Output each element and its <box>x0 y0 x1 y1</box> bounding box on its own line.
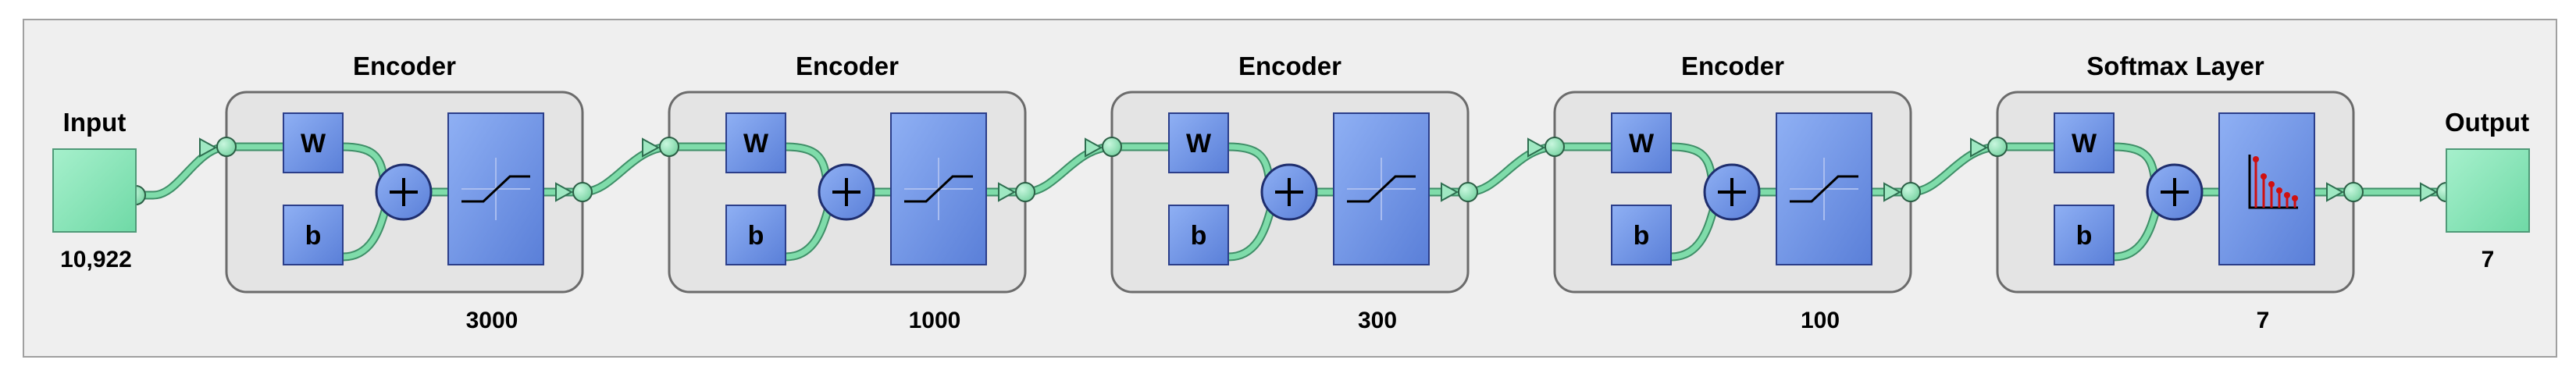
layer-5-softmax-marker <box>2276 187 2282 194</box>
layer-1-size: 3000 <box>466 308 518 333</box>
layer-2-wire-w <box>782 144 829 180</box>
layer-4-weight-label: W <box>1629 129 1655 158</box>
layer-5-plus-icon <box>2161 178 2189 206</box>
layer-4-arrow-out <box>1883 182 1902 202</box>
layer-1-weight-block <box>283 112 344 173</box>
layer-2 <box>659 91 1035 294</box>
layer-3-transfer-curve <box>1347 175 1416 203</box>
layer-4-wire-b <box>1668 208 1716 260</box>
layer-3-size: 300 <box>1358 308 1397 333</box>
layer-5-transfer-block <box>2218 112 2315 265</box>
layer-5-softmax-marker <box>2261 173 2267 180</box>
layer-4-size: 100 <box>1801 308 1840 333</box>
layer-5-bias-label: b <box>2076 221 2093 251</box>
layer-5-softmax-marker <box>2253 156 2259 162</box>
output-label: Output <box>2445 108 2529 137</box>
layer-1-bias-block <box>283 205 344 265</box>
connector-2-3-arrow <box>1085 137 1103 158</box>
layer-2-plus-icon <box>832 178 860 206</box>
layer-5-wire-w <box>2111 144 2157 180</box>
layer-1-weight-label: W <box>301 129 326 158</box>
layer-1-output-dot <box>572 182 593 202</box>
layer-5-size: 7 <box>2257 308 2270 333</box>
layer-4 <box>1545 91 1921 294</box>
layer-5-wire-b <box>2111 208 2159 260</box>
layer-5-input-dot <box>1987 137 2008 157</box>
layer-2-bias-block <box>725 205 786 265</box>
layer-3-output-dot <box>1458 182 1478 202</box>
layer-1-arrow-out <box>555 182 574 202</box>
input-label: Input <box>63 108 126 137</box>
output-size: 7 <box>2482 247 2495 272</box>
connectors-layer <box>126 137 2457 205</box>
layer-1-wire-w <box>340 144 387 180</box>
layer-5-softmax-marker <box>2292 195 2298 201</box>
layer-4-plus-icon <box>1718 178 1746 206</box>
input-node <box>52 148 137 233</box>
connector-input <box>133 144 230 198</box>
output-node <box>2446 148 2530 233</box>
layer-3-arrow-out <box>1441 182 1459 202</box>
layer-2-wire-b <box>782 208 831 260</box>
layers-layer: Encoder 3000 Wb Encoder 1000 Wb Encoder 300 Wb En… <box>216 52 2364 333</box>
layer-2-weight-block <box>725 112 786 173</box>
layer-1-plus-icon <box>390 178 418 206</box>
layer-5 <box>1987 91 2364 294</box>
layer-2-size: 1000 <box>909 308 961 333</box>
layer-3-input-dot <box>1102 137 1122 157</box>
layer-5-arrow-out <box>2326 182 2345 202</box>
layer-2-output-dot <box>1015 182 1035 202</box>
layer-5-weight-block <box>2054 112 2115 173</box>
layer-5-title: Softmax Layer <box>2086 52 2264 80</box>
layer-4-output-dot <box>1901 182 1921 202</box>
connector-output-arrow <box>2420 182 2439 202</box>
connector-4-5-arrow <box>1970 137 1989 158</box>
layer-4-transfer-curve <box>1790 175 1858 203</box>
layer-3 <box>1102 91 1478 294</box>
layer-2-arrow-out <box>998 182 1017 202</box>
layer-2-title: Encoder <box>796 52 899 80</box>
layer-3-title: Encoder <box>1238 52 1341 80</box>
layer-2-transfer-curve <box>904 175 973 203</box>
input-size: 10,922 <box>60 247 132 272</box>
layer-5-softmax-marker <box>2268 181 2275 187</box>
layer-2-input-dot <box>659 137 679 157</box>
layer-1-wire-b <box>340 208 388 260</box>
layer-3-wire-b <box>1225 208 1274 260</box>
layer-1-bias-label: b <box>305 221 322 251</box>
layer-1-transfer-curve <box>461 175 530 203</box>
layer-3-bias-block <box>1168 205 1229 265</box>
layer-1-input-dot <box>216 137 237 157</box>
layer-2-weight-label: W <box>743 129 769 158</box>
layer-5-softmax-marker <box>2284 192 2290 198</box>
layer-3-weight-label: W <box>1186 129 1212 158</box>
layer-2-bias-label: b <box>748 221 764 251</box>
layer-5-output-dot <box>2343 182 2364 202</box>
layer-3-weight-block <box>1168 112 1229 173</box>
layer-1 <box>216 91 593 294</box>
layer-4-bias-label: b <box>1634 221 1650 251</box>
layer-4-bias-block <box>1611 205 1672 265</box>
connector-input-arrow <box>199 137 218 158</box>
layer-4-input-dot <box>1545 137 1565 157</box>
layer-3-plus-icon <box>1275 178 1303 206</box>
layer-5-weight-label: W <box>2072 129 2097 158</box>
layer-5-softmax-axes <box>2248 155 2298 209</box>
connector-1-2-arrow <box>642 137 661 158</box>
layer-4-weight-block <box>1611 112 1672 173</box>
layer-3-bias-label: b <box>1191 221 1207 251</box>
layer-3-wire-w <box>1225 144 1272 180</box>
layer-1-title: Encoder <box>353 52 456 80</box>
layer-5-bias-block <box>2054 205 2115 265</box>
connector-3-4-arrow <box>1527 137 1546 158</box>
layer-4-wire-w <box>1668 144 1715 180</box>
layer-4-title: Encoder <box>1681 52 1784 80</box>
